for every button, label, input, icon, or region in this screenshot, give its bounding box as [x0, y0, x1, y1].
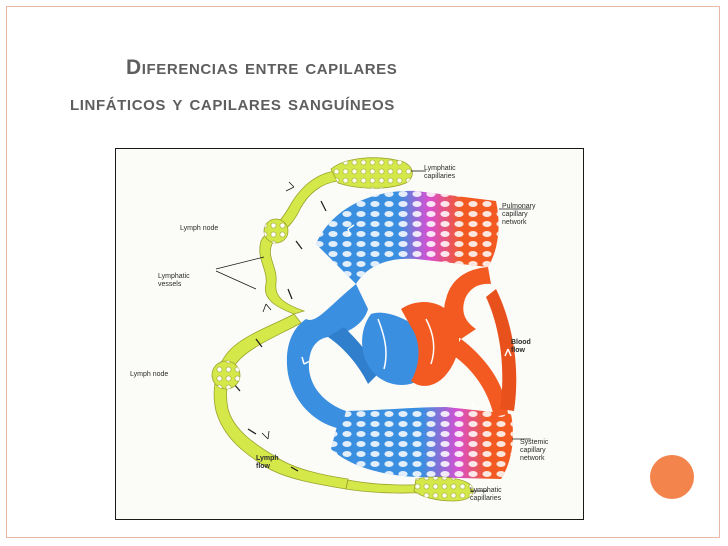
blood-flow-arrows: [301, 224, 512, 410]
arterial-vessels: [444, 267, 517, 417]
label-lymph-node-upper: Lymph node: [180, 225, 219, 232]
venous-vessels: [286, 284, 378, 429]
circulation-diagram: Lymphatic capillaries Pulmonary capillar…: [115, 148, 584, 520]
slide-title: Diferencias entre capilares linfáticos y…: [70, 50, 630, 122]
label-lymphatic-capillaries-bottom: Lymphatic capillaries: [470, 487, 502, 502]
label-leader-lines: [215, 170, 531, 492]
label-pulmonary-network: Pulmonary capillary network: [502, 203, 536, 226]
pulmonary-capillary-network: [316, 190, 499, 284]
label-lymphatic-vessels: Lymphatic vessels: [158, 273, 190, 288]
title-line-1: Diferencias entre capilares: [126, 56, 398, 79]
accent-circle: [650, 455, 694, 499]
label-lymph-node-lower: Lymph node: [130, 371, 169, 378]
lymph-node-lower: [211, 360, 241, 390]
label-systemic-network: Systemic capillary network: [520, 439, 549, 462]
label-lymph-flow: Lymph flow: [256, 455, 279, 470]
systemic-capillary-network: [331, 407, 513, 479]
title-line-2: linfáticos y capilares sanguíneos: [70, 92, 395, 115]
lymphatic-capillaries-top: [330, 157, 413, 189]
label-blood-flow: Blood flow: [511, 339, 531, 354]
heart: [362, 302, 460, 386]
label-lymphatic-capillaries-top: Lymphatic capillaries: [424, 165, 456, 180]
lymphatic-capillaries-bottom: [413, 476, 474, 502]
circulation-illustration: [211, 157, 531, 502]
lymph-node-upper: [263, 218, 289, 244]
